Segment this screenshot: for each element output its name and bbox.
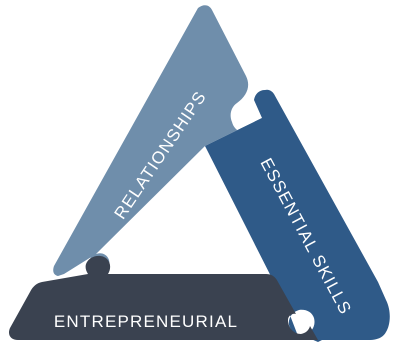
entrepreneurial-label: ENTREPRENEURIAL — [54, 312, 238, 331]
relationships-puzzle-piece — [53, 5, 262, 276]
essential-skills-puzzle-piece — [205, 89, 390, 342]
entrepreneurial-puzzle-piece — [8, 255, 319, 340]
